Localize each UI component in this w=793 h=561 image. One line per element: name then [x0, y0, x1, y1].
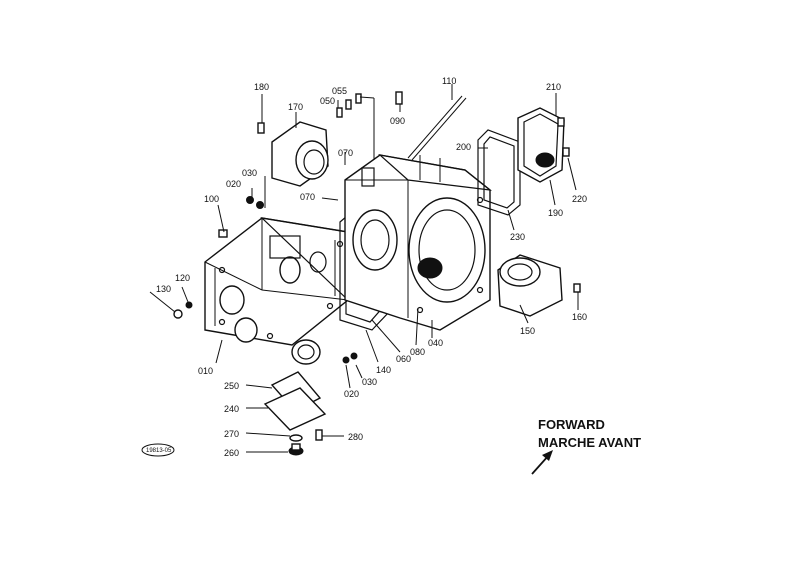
callout-055: 055: [332, 86, 347, 96]
callout-260: 260: [224, 448, 239, 458]
cover-170-drawing: [271, 121, 329, 187]
callout-030-bottom: 030: [362, 377, 377, 387]
callout-280: 280: [348, 432, 363, 442]
callout-130: 130: [156, 284, 171, 294]
direction-indicator: FORWARD MARCHE AVANT: [531, 417, 641, 475]
leader-lines: [149, 84, 579, 453]
cover-190-drawing: [517, 107, 565, 183]
callout-040: 040: [428, 338, 443, 348]
bolts-drawing: [173, 91, 581, 364]
callout-070-top: 070: [338, 148, 353, 158]
callout-230: 230: [510, 232, 525, 242]
callout-080: 080: [410, 347, 425, 357]
forward-arrowhead-icon: [542, 450, 553, 461]
callout-150: 150: [520, 326, 535, 336]
callout-110: 110: [442, 76, 456, 86]
callout-020-top: 020: [226, 179, 241, 189]
callout-170: 170: [288, 102, 303, 112]
callout-220: 220: [572, 194, 587, 204]
callout-100: 100: [204, 194, 219, 204]
callout-090: 090: [390, 116, 405, 126]
callout-240: 240: [224, 404, 239, 414]
callout-210: 210: [546, 82, 561, 92]
bottom-plates-drawing: [263, 371, 327, 431]
cover-150-drawing: [497, 254, 563, 317]
callout-050: 050: [320, 96, 335, 106]
callout-060: 060: [396, 354, 411, 364]
callout-190: 190: [548, 208, 563, 218]
marche-avant-label: MARCHE AVANT: [538, 435, 641, 450]
callout-labels: 180 170 055 050 090 110 070 070 030 020 …: [156, 76, 587, 458]
front-case-drawing: [204, 217, 349, 346]
callout-120: 120: [175, 273, 190, 283]
callout-180: 180: [254, 82, 269, 92]
middle-case-drawing: [344, 154, 493, 331]
seal-drawing: [291, 339, 321, 365]
cover-200-drawing: [477, 129, 521, 216]
callout-270: 270: [224, 429, 239, 439]
callout-160: 160: [572, 312, 587, 322]
callout-250: 250: [224, 381, 239, 391]
callout-010: 010: [198, 366, 213, 376]
drain-plug-drawing: [288, 429, 323, 456]
callout-020-bottom: 020: [344, 389, 359, 399]
callout-070-mid: 070: [300, 192, 315, 202]
callout-030-top: 030: [242, 168, 257, 178]
callout-140: 140: [376, 365, 391, 375]
reference-stamp: 19813-05: [141, 443, 175, 457]
forward-label: FORWARD: [538, 417, 605, 432]
callout-200: 200: [456, 142, 471, 152]
stamp-text: 19813-05: [146, 448, 172, 454]
